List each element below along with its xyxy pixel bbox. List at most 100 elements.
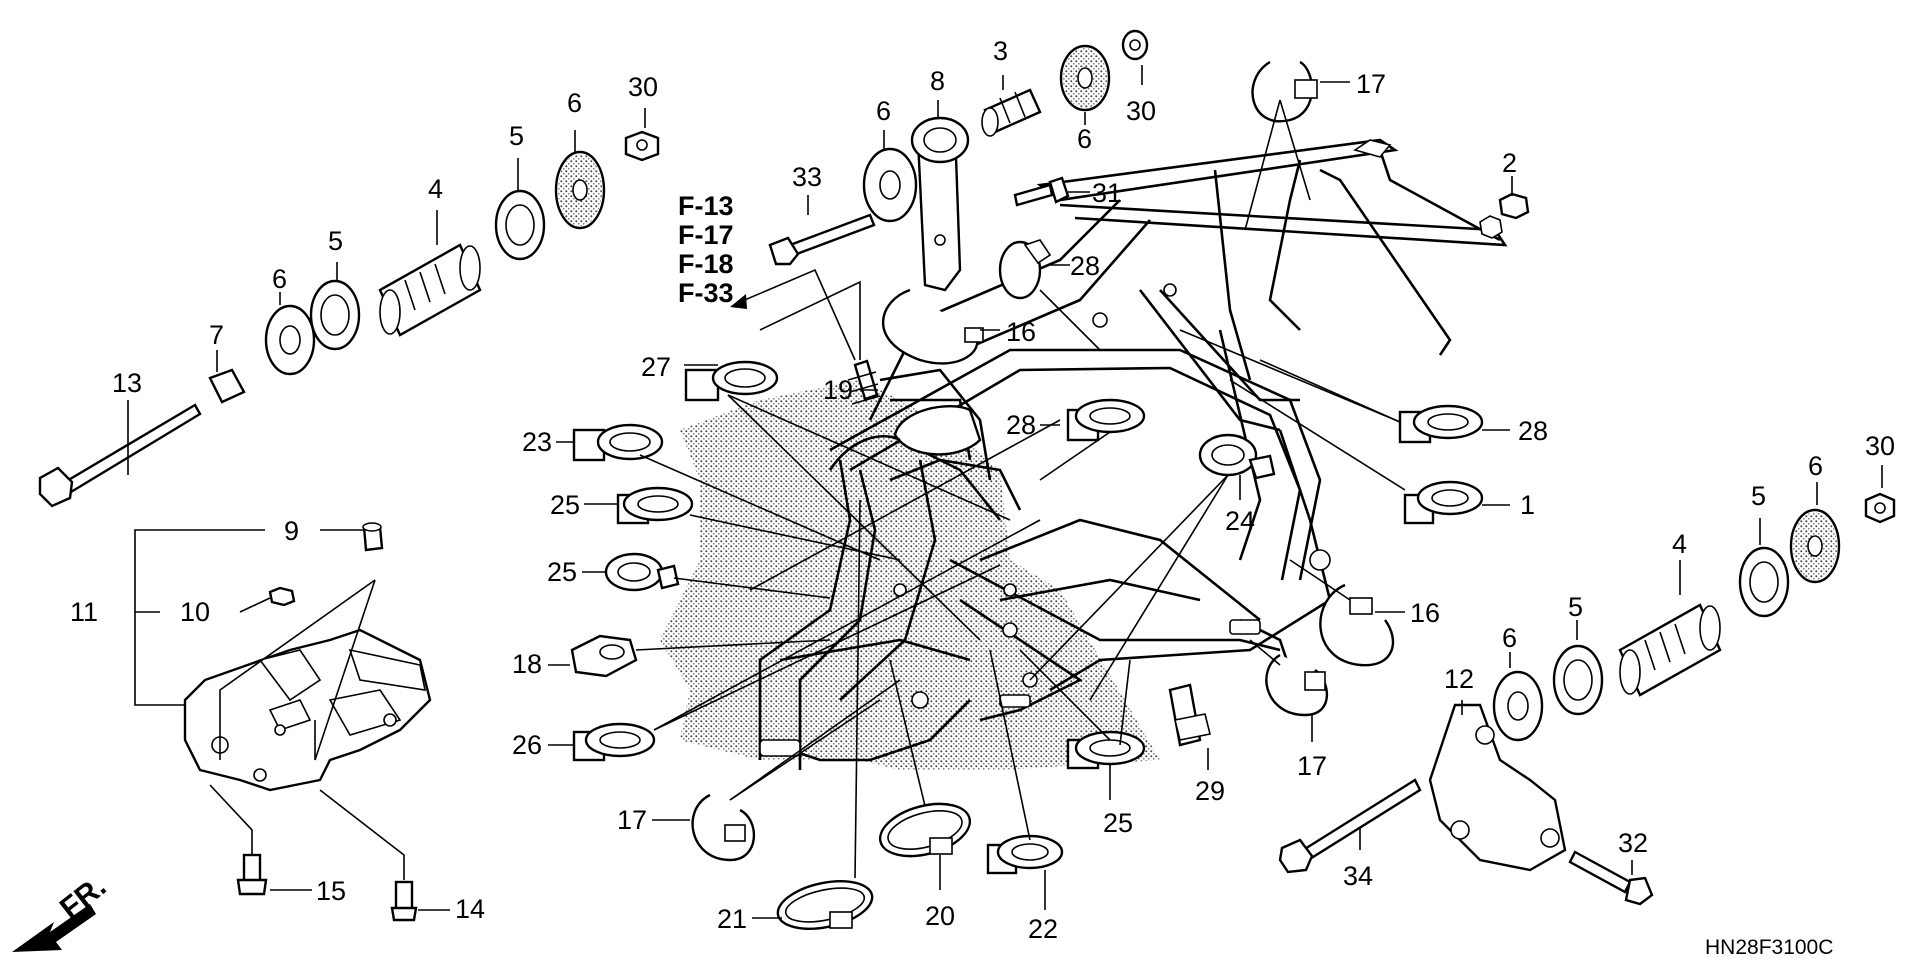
callout-6-center[interactable]: 6 <box>876 96 891 126</box>
reference-section-list: F-13 F-17 F-18 F-33 <box>678 191 734 308</box>
reference-f17[interactable]: F-17 <box>678 220 734 250</box>
nut-30-left <box>624 130 660 162</box>
pivot-collar-4-left <box>378 243 482 337</box>
nut-30-top <box>1121 29 1149 61</box>
bushing-5-right-up <box>1738 546 1790 618</box>
band-20 <box>878 802 972 858</box>
callout-6-right-up[interactable]: 6 <box>1808 451 1823 481</box>
band-17-lower-left <box>691 793 755 862</box>
bolt-15 <box>236 853 268 896</box>
callout-17-top[interactable]: 17 <box>1356 69 1386 99</box>
clamp-1 <box>1403 480 1484 525</box>
bushing-5-left-low <box>309 279 361 351</box>
callout-23[interactable]: 23 <box>522 427 552 457</box>
front-direction-label: FR. <box>54 870 112 926</box>
clamp-26 <box>572 722 656 762</box>
clamp-25-a <box>616 486 694 525</box>
callout-1[interactable]: 1 <box>1520 490 1535 520</box>
band-16-right <box>1319 583 1395 667</box>
callout-25-a[interactable]: 25 <box>550 490 580 520</box>
bracket-29 <box>1168 683 1211 747</box>
callout-10[interactable]: 10 <box>180 597 210 627</box>
callout-30-top[interactable]: 30 <box>1126 96 1156 126</box>
bushing-6-left-low <box>264 304 316 376</box>
callout-4-left[interactable]: 4 <box>428 174 443 204</box>
callout-21[interactable]: 21 <box>717 904 747 934</box>
callout-13[interactable]: 13 <box>112 368 142 398</box>
callout-9[interactable]: 9 <box>284 516 299 546</box>
bolt-34 <box>1278 778 1422 874</box>
callout-28-middle[interactable]: 28 <box>1006 410 1036 440</box>
callout-17-right[interactable]: 17 <box>1297 751 1327 781</box>
callout-29[interactable]: 29 <box>1195 776 1225 806</box>
callout-6-left-up[interactable]: 6 <box>567 88 582 118</box>
callout-18[interactable]: 18 <box>512 649 542 679</box>
callout-labels: 1 2 3 4 4 5 5 5 5 6 6 6 6 6 6 7 8 9 10 1… <box>70 36 1895 944</box>
band-17-top <box>1251 60 1318 123</box>
band-21 <box>776 880 874 930</box>
callout-5-right-up[interactable]: 5 <box>1751 481 1766 511</box>
callout-6-top[interactable]: 6 <box>1077 124 1092 154</box>
callout-6-left-low[interactable]: 6 <box>272 264 287 294</box>
callout-14[interactable]: 14 <box>455 894 485 924</box>
callout-3[interactable]: 3 <box>993 36 1008 66</box>
callout-16-top[interactable]: 16 <box>1006 317 1036 347</box>
callout-15[interactable]: 15 <box>316 876 346 906</box>
collar-7 <box>208 368 246 404</box>
callout-32[interactable]: 32 <box>1618 828 1648 858</box>
bushing-6-right-low <box>1492 670 1544 742</box>
callout-34[interactable]: 34 <box>1343 861 1373 891</box>
callout-28-top[interactable]: 28 <box>1070 251 1100 281</box>
frame-body <box>660 138 1508 770</box>
callout-5-left-up[interactable]: 5 <box>509 121 524 151</box>
callout-4-right[interactable]: 4 <box>1672 529 1687 559</box>
nut-30-right <box>1864 492 1896 524</box>
bushing-5-left-up <box>494 189 546 261</box>
frame-shading <box>660 380 1160 770</box>
callout-30-left[interactable]: 30 <box>628 72 658 102</box>
clamp-18 <box>570 634 638 678</box>
callout-27[interactable]: 27 <box>641 352 671 382</box>
bushing-6-center <box>862 147 918 223</box>
pivot-collar-4-right <box>1618 603 1722 697</box>
front-direction-arrow-icon: FR. <box>12 870 112 952</box>
bolt-13 <box>38 403 202 508</box>
callout-2[interactable]: 2 <box>1502 148 1517 178</box>
callout-22[interactable]: 22 <box>1028 914 1058 944</box>
band-16-top <box>881 288 984 365</box>
callout-25-b[interactable]: 25 <box>547 557 577 587</box>
callout-31[interactable]: 31 <box>1092 178 1122 208</box>
callout-17-left[interactable]: 17 <box>617 805 647 835</box>
band-17-right <box>1265 653 1329 717</box>
callout-16-right[interactable]: 16 <box>1410 598 1440 628</box>
bolt-14 <box>390 880 418 922</box>
bushing-6-left-up <box>554 150 606 230</box>
bushing-6-right-up <box>1789 508 1841 584</box>
clamp-28-top <box>998 239 1052 300</box>
callout-6-right-low[interactable]: 6 <box>1502 623 1517 653</box>
clamp-28-right <box>1398 404 1484 444</box>
rubber-plug-9 <box>362 522 384 552</box>
callout-19[interactable]: 19 <box>823 375 853 405</box>
callout-30-right[interactable]: 30 <box>1865 431 1895 461</box>
callout-26[interactable]: 26 <box>512 730 542 760</box>
callout-12[interactable]: 12 <box>1444 664 1474 694</box>
callout-20[interactable]: 20 <box>925 901 955 931</box>
clamp-27 <box>684 360 779 402</box>
reference-f13[interactable]: F-13 <box>678 191 734 221</box>
mount-bracket-12 <box>1428 703 1567 872</box>
callout-11[interactable]: 11 <box>70 597 98 627</box>
callout-5-left-low[interactable]: 5 <box>328 226 343 256</box>
callout-7[interactable]: 7 <box>209 320 224 350</box>
callout-33[interactable]: 33 <box>792 162 822 192</box>
callout-25-c[interactable]: 25 <box>1103 808 1133 838</box>
reference-f18[interactable]: F-18 <box>678 249 734 279</box>
callout-24[interactable]: 24 <box>1225 506 1255 536</box>
callout-5-right-low[interactable]: 5 <box>1568 592 1583 622</box>
reference-f33[interactable]: F-33 <box>678 278 734 308</box>
skid-plate <box>183 628 432 792</box>
callout-28-right[interactable]: 28 <box>1518 416 1548 446</box>
callout-8[interactable]: 8 <box>930 66 945 96</box>
bolt-32 <box>1568 850 1654 906</box>
